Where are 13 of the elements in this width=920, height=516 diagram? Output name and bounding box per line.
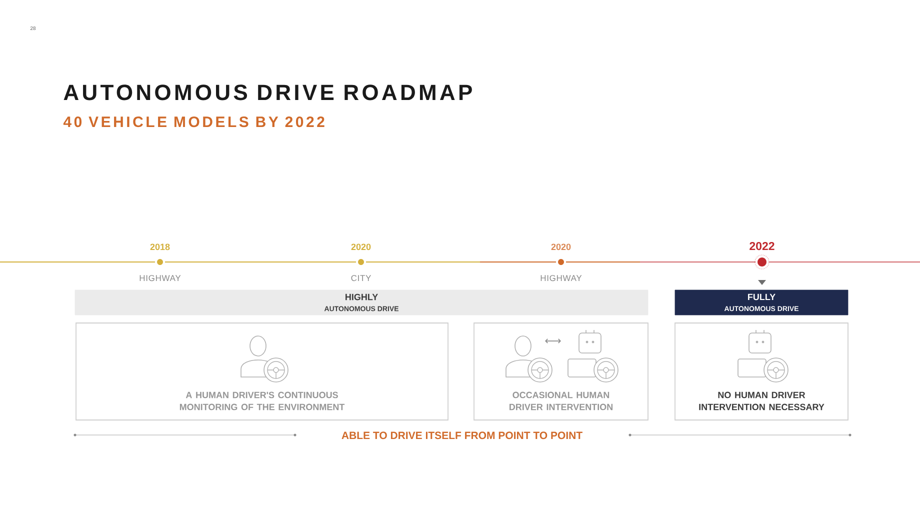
year-label: 2018 [150, 244, 170, 250]
road-label: CITY [351, 275, 371, 282]
year-label: 2022 [750, 242, 774, 250]
scenario-card: NO HUMAN DRIVER INTERVENTION NECESSARY [674, 322, 848, 420]
subtitle: 40 VEHICLE MODELS BY 2022 [63, 116, 324, 128]
year-label: 2020 [551, 244, 571, 250]
scenario-card: OCCASIONAL HUMAN DRIVER INTERVENTION [474, 322, 648, 420]
road-label: HIGHWAY [540, 275, 582, 282]
road-label: HIGHWAY [140, 275, 181, 282]
scenario-card: A HUMAN DRIVER'S CONTINUOUS MONITORING OF THE ENVIRONMENT [76, 322, 448, 420]
title: AUTONOMOUS DRIVE ROADMAP [64, 84, 472, 100]
year-label: 2020 [351, 244, 371, 250]
span-label: ABLE TO DRIVE ITSELF FROM POINT TO POINT [342, 432, 582, 440]
